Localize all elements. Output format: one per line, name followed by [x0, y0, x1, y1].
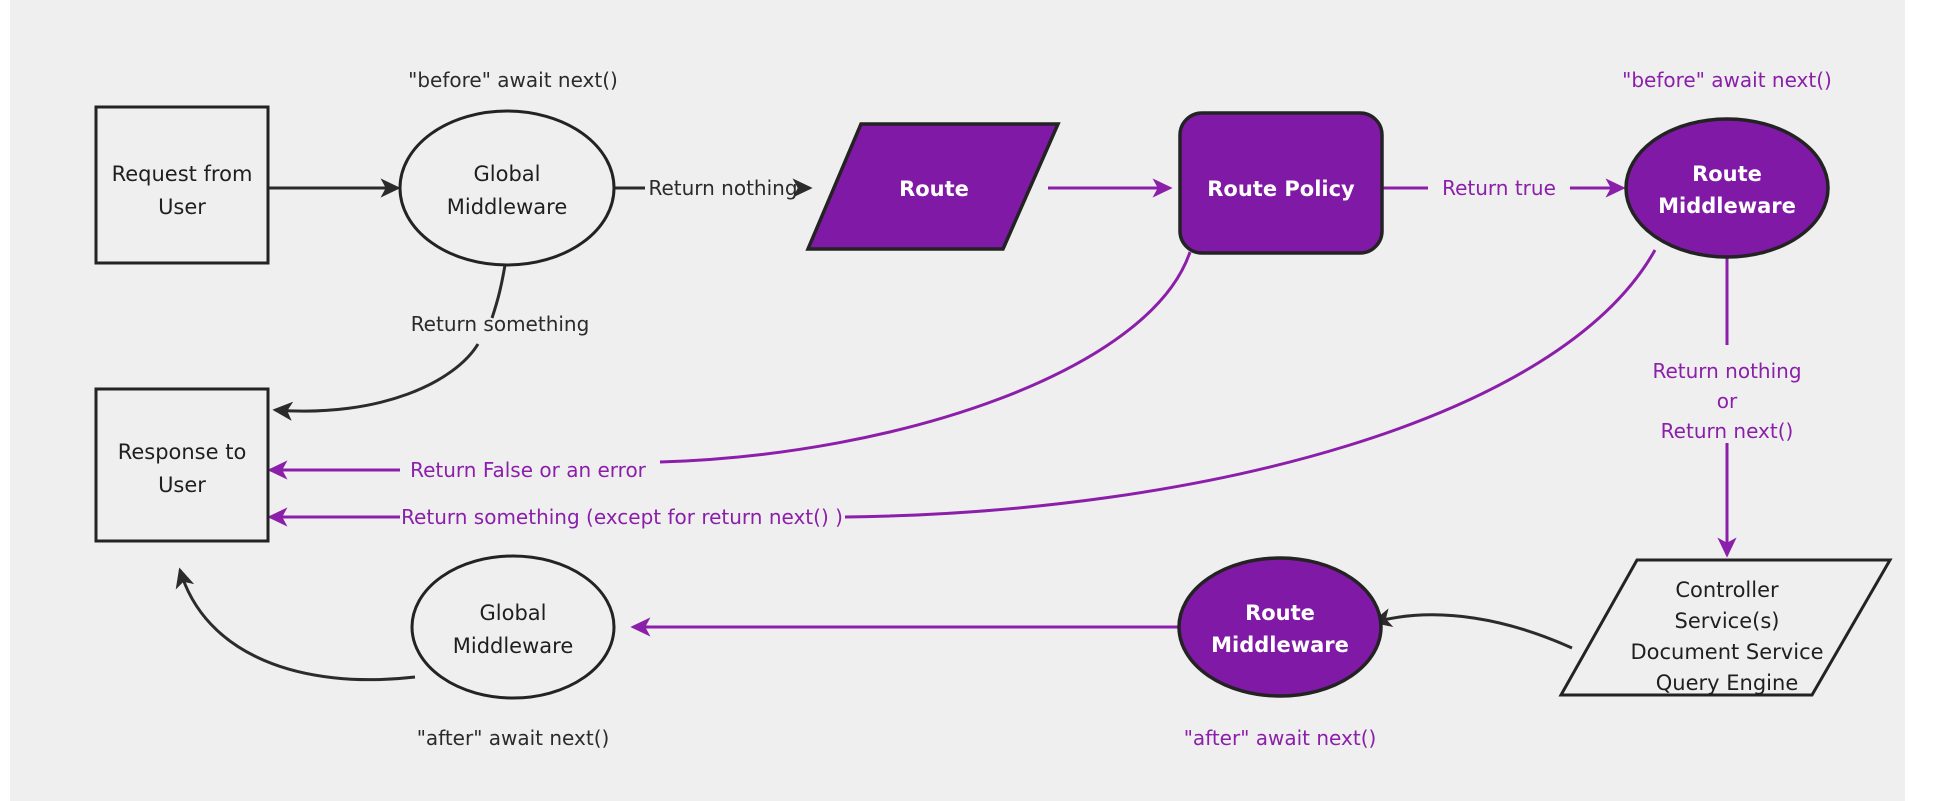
- node-global-middleware-bottom[interactable]: Global Middleware: [410, 554, 616, 700]
- annotation-before-await-next-global: "before" await next(): [408, 68, 618, 92]
- global-middleware-bottom-label-line1: Global: [480, 601, 547, 625]
- request-label-line2: User: [158, 195, 206, 219]
- edge-label-or: or: [1717, 389, 1738, 413]
- node-response-to-user[interactable]: Response to User: [94, 387, 270, 543]
- node-route[interactable]: Route: [805, 122, 1061, 251]
- edge-label-return-something: Return something: [411, 312, 590, 336]
- response-label-line2: User: [158, 473, 206, 497]
- route-middleware-bottom-shape: [1177, 556, 1383, 698]
- node-global-middleware-top[interactable]: Global Middleware: [398, 109, 616, 267]
- edge-label-return-next: Return next(): [1661, 419, 1794, 443]
- edge-controller-to-routemw-bottom: [1371, 608, 1573, 650]
- route-middleware-top-label-line1: Route: [1692, 162, 1762, 186]
- edge-label-return-something-except: Return something (except for return next…: [401, 505, 843, 529]
- node-controller-services[interactable]: Controller Service(s) Document Service Q…: [1558, 558, 1893, 697]
- annotation-after-await-next-route-mw: "after" await next(): [1184, 726, 1377, 750]
- edge-global-to-response-curve-b: [272, 343, 480, 421]
- node-route-middleware-bottom[interactable]: Route Middleware: [1177, 556, 1383, 698]
- request-box-shape: [94, 105, 270, 265]
- controller-label-line4: Query Engine: [1656, 671, 1798, 695]
- global-middleware-bottom-shape: [410, 554, 616, 700]
- edge-label-return-nothing-mw: Return nothing: [1652, 359, 1801, 383]
- controller-label-line2: Service(s): [1675, 609, 1780, 633]
- route-middleware-bottom-label-line1: Route: [1245, 601, 1315, 625]
- request-label-line1: Request from: [112, 162, 253, 186]
- edge-policy-to-response-curve: [659, 251, 1192, 464]
- route-middleware-top-shape: [1624, 117, 1830, 259]
- controller-shape: [1558, 558, 1893, 697]
- edge-label-return-true: Return true: [1442, 176, 1556, 200]
- annotation-before-await-next-route-mw: "before" await next(): [1622, 68, 1832, 92]
- edge-label-return-nothing: Return nothing: [648, 176, 797, 200]
- edge-routemw-to-response-curve: [844, 249, 1657, 519]
- route-policy-label: Route Policy: [1207, 177, 1355, 201]
- global-middleware-bottom-label-line2: Middleware: [453, 634, 574, 658]
- route-middleware-top-label-line2: Middleware: [1658, 194, 1796, 218]
- controller-label-line1: Controller: [1675, 578, 1779, 602]
- route-policy-shape: [1178, 111, 1384, 255]
- annotation-after-await-next-global: "after" await next(): [417, 726, 610, 750]
- global-middleware-top-shape: [398, 109, 616, 267]
- route-middleware-bottom-label-line2: Middleware: [1211, 633, 1349, 657]
- node-request-from-user[interactable]: Request from User: [94, 105, 270, 265]
- response-label-line1: Response to: [118, 440, 247, 464]
- edge-global-bottom-to-response: [175, 567, 416, 682]
- controller-label-line3: Document Service: [1630, 640, 1823, 664]
- response-box-shape: [94, 387, 270, 543]
- node-route-middleware-top[interactable]: Route Middleware: [1624, 117, 1830, 259]
- edge-label-return-false-or-error: Return False or an error: [410, 458, 647, 482]
- route-label: Route: [899, 177, 969, 201]
- global-middleware-top-label-line1: Global: [474, 162, 541, 186]
- route-shape: [805, 122, 1061, 251]
- global-middleware-top-label-line2: Middleware: [447, 195, 568, 219]
- node-route-policy[interactable]: Route Policy: [1178, 111, 1384, 255]
